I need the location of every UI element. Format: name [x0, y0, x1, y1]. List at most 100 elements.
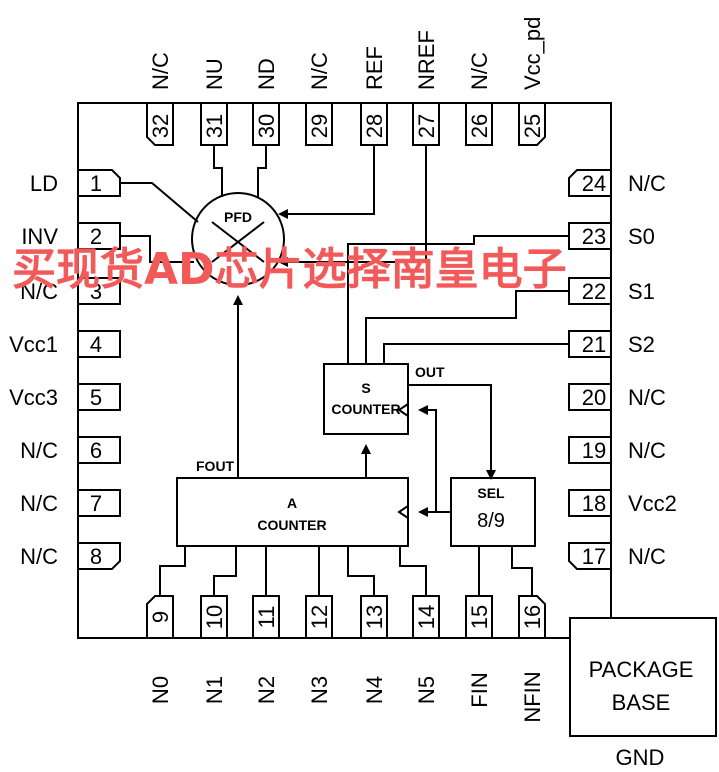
- pin-4-box: [77, 330, 121, 358]
- pin-14-number: 14: [414, 605, 439, 629]
- wire-s1: [365, 290, 569, 364]
- wire-nu: [213, 145, 223, 197]
- pin-13-label: N4: [362, 676, 387, 704]
- a-counter-line2: COUNTER: [257, 517, 326, 533]
- pin-24-number: 24: [582, 171, 606, 196]
- pin-32-number: 32: [148, 114, 173, 138]
- pin-14-label: N5: [414, 676, 439, 704]
- wire-ref: [278, 145, 375, 219]
- pin-27-number: 27: [414, 114, 439, 138]
- pin-11-label: N2: [254, 676, 279, 704]
- wire-out-to-sel: [408, 384, 496, 480]
- pin-3-number: 3: [90, 279, 102, 304]
- pin-6-number: 6: [90, 438, 102, 463]
- a-counter-line1: A: [287, 495, 297, 511]
- pin-14-box: [412, 595, 440, 639]
- pin-6-box: [77, 436, 121, 464]
- wire-n0: [159, 546, 186, 596]
- pin-3-label: N/C: [20, 279, 58, 304]
- pin-21-number: 21: [582, 332, 606, 357]
- a-counter-box: [176, 477, 409, 547]
- package-base-line1: PACKAGE: [589, 657, 694, 682]
- pin-19-number: 19: [582, 438, 606, 463]
- pin-8-number: 8: [90, 544, 102, 569]
- pin-7-box: [77, 489, 121, 517]
- pfd-cross-line-b: [211, 221, 265, 263]
- pin-1-box: [77, 169, 121, 197]
- pin-12-label: N3: [307, 676, 332, 704]
- pin-2-number: 2: [90, 224, 102, 249]
- pin-12-number: 12: [307, 605, 332, 629]
- pin-25-number: 25: [520, 114, 545, 138]
- s-counter-line1: S: [361, 380, 370, 396]
- s-counter-clock-mark: [397, 403, 409, 417]
- a-counter-clock-mark: [397, 505, 409, 519]
- pin-7-label: N/C: [20, 491, 58, 516]
- pin-7-number: 7: [90, 491, 102, 516]
- a-counter-block: A COUNTER: [176, 477, 409, 547]
- pin-16-number: 16: [520, 605, 545, 629]
- watermark-text: 买现货AD芯片选择南皇电子: [12, 244, 567, 295]
- pin-19-label: N/C: [628, 438, 666, 463]
- pin-10-number: 10: [202, 605, 227, 629]
- pin-18-number: 18: [582, 491, 606, 516]
- gnd-label: GND: [616, 745, 665, 770]
- pin-11-number: 11: [254, 606, 279, 629]
- pin-32-label: N/C: [148, 52, 173, 90]
- pin-30-label: ND: [254, 58, 279, 90]
- pin-8-label: N/C: [20, 544, 58, 569]
- out-label: OUT: [415, 364, 445, 380]
- wire-s2: [383, 343, 569, 364]
- prescaler-sel-label: SEL: [477, 485, 505, 501]
- pin-23-label: S0: [628, 224, 655, 249]
- pin-20-box: [568, 383, 612, 411]
- pin-10-box: [200, 595, 228, 639]
- prescaler-box: [450, 477, 536, 547]
- pin-19-box: [568, 436, 612, 464]
- pin-17-label: N/C: [628, 544, 666, 569]
- pin-9-box: [146, 595, 174, 639]
- pin-29-number: 29: [307, 114, 332, 138]
- pin-24-label: N/C: [628, 171, 666, 196]
- pin-11-box: [252, 595, 280, 639]
- pin-9-label: N0: [148, 676, 173, 704]
- pin-29-label: N/C: [307, 52, 332, 90]
- pin-28-box: [360, 102, 388, 146]
- pin-27-label: NREF: [414, 30, 439, 90]
- pin-5-label: Vcc3: [9, 385, 58, 410]
- pin-5-number: 5: [90, 385, 102, 410]
- pin-8-box: [77, 542, 121, 570]
- wire-nref: [278, 145, 427, 267]
- pin-21-label: S2: [628, 332, 655, 357]
- wire-n1: [213, 546, 237, 596]
- wire-n5: [399, 546, 427, 596]
- pin-13-number: 13: [362, 605, 387, 629]
- bottom-pins: 9 N0 10 N1 11 N2 12 N3 13 N4 14 N5 15 FI…: [146, 595, 546, 723]
- pin-15-number: 15: [467, 605, 492, 629]
- wire-sel-to-s: [418, 405, 437, 512]
- wiring: [120, 145, 569, 596]
- wire-nfin: [511, 546, 533, 596]
- pin-3-box: [77, 277, 121, 305]
- pin-5-box: [77, 383, 121, 411]
- pin-21-box: [568, 330, 612, 358]
- pin-22-label: S1: [628, 279, 655, 304]
- pin-15-label: FIN: [467, 672, 492, 707]
- wire-inv: [120, 235, 194, 263]
- pin-20-label: N/C: [628, 385, 666, 410]
- pin-16-label: NFIN: [520, 671, 545, 722]
- pin-18-label: Vcc2: [628, 491, 677, 516]
- s-counter-line2: COUNTER: [331, 401, 400, 417]
- pin-1-number: 1: [90, 171, 102, 196]
- pfd-circle: [191, 192, 285, 286]
- pin-32-box: [146, 102, 174, 146]
- top-pins: 32 N/C 31 NU 30 ND 29 N/C 28 REF 27 NREF…: [146, 17, 546, 146]
- s-counter-block: S COUNTER: [323, 363, 409, 435]
- pin-10-label: N1: [202, 676, 227, 704]
- pin-25-label: Vcc_pd: [520, 17, 545, 90]
- package-base-line2: BASE: [612, 690, 671, 715]
- wire-ld: [120, 182, 199, 223]
- pin-28-label: REF: [362, 46, 387, 90]
- s-counter-box: [323, 363, 409, 435]
